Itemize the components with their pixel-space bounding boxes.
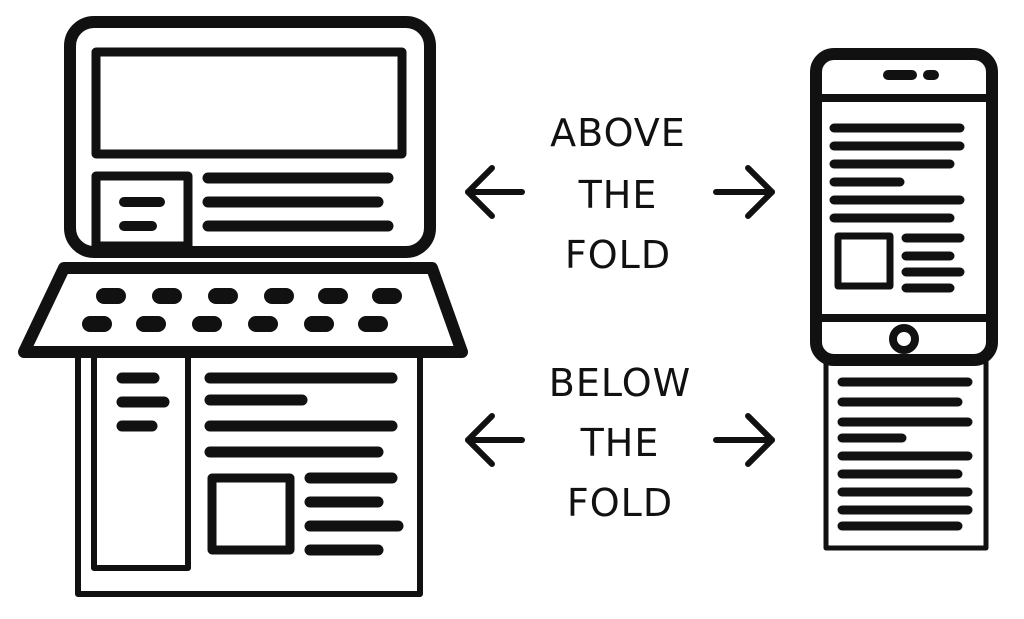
below-label-line-2: THE <box>580 421 660 465</box>
below-the-fold-label: BELOW THE FOLD <box>549 361 691 525</box>
arrow-left-icon <box>465 165 525 219</box>
phone-body <box>810 48 998 366</box>
arrow-right-icon <box>713 165 775 219</box>
phone-below-fold-page <box>823 355 989 551</box>
arrow-right-icon <box>713 413 775 467</box>
below-label-line-1: BELOW <box>549 361 691 405</box>
above-label-line-2: THE <box>578 173 658 217</box>
laptop-keyboard <box>18 262 468 358</box>
above-the-fold-label: ABOVE THE FOLD <box>550 111 686 277</box>
below-label-line-3: FOLD <box>567 481 673 525</box>
above-label-line-1: ABOVE <box>550 111 686 155</box>
arrow-left-icon <box>465 413 525 467</box>
laptop-icon <box>18 16 468 597</box>
above-label-line-3: FOLD <box>565 233 671 277</box>
smartphone-icon <box>810 48 998 551</box>
laptop-below-fold-page <box>75 347 423 597</box>
home-button-icon <box>889 324 919 354</box>
laptop-screen <box>64 16 436 258</box>
